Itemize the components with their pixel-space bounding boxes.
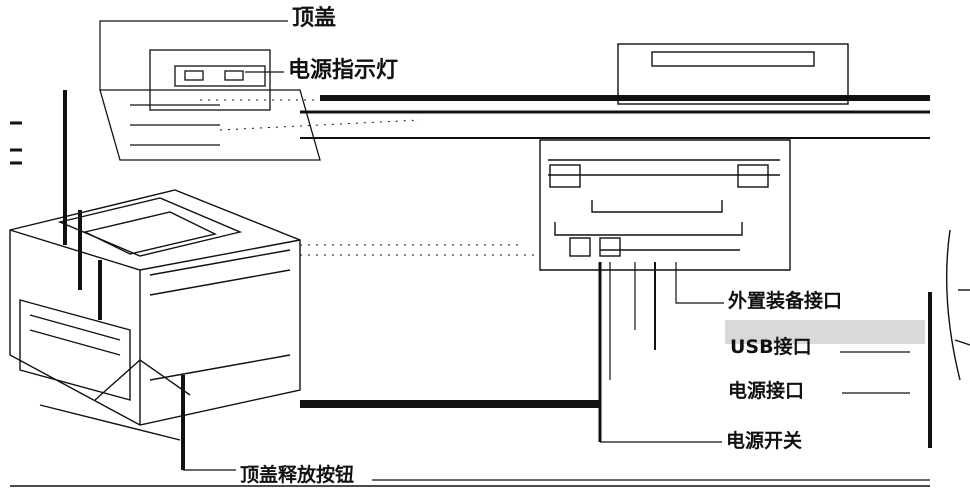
label-usb-port: USB接口 [730, 336, 812, 358]
label-top-cover: 顶盖 [292, 6, 337, 31]
label-cover-release-button: 顶盖释放按钮 [240, 464, 355, 486]
label-power-indicator: 电源指示灯 [288, 58, 399, 83]
port-callout-frame [598, 262, 932, 448]
cover-release-leader [183, 469, 930, 481]
far-right-fragment [945, 229, 970, 381]
label-external-port: 外置装备接口 [728, 290, 843, 312]
port-label-leaders [600, 262, 910, 443]
top-cover-leader [99, 20, 288, 90]
label-power-port: 电源接口 [728, 380, 805, 402]
horizontal-bars [10, 95, 930, 487]
printer-back-drawing [539, 43, 849, 271]
usb-highlight-band [725, 320, 925, 344]
left-edge-ticks [10, 121, 22, 165]
control-panel-closeup [99, 49, 321, 161]
printer-body-accents [63, 90, 185, 470]
printer-body-drawing [9, 189, 301, 441]
texture-dots [200, 99, 540, 256]
label-power-switch: 电源开关 [726, 430, 803, 452]
